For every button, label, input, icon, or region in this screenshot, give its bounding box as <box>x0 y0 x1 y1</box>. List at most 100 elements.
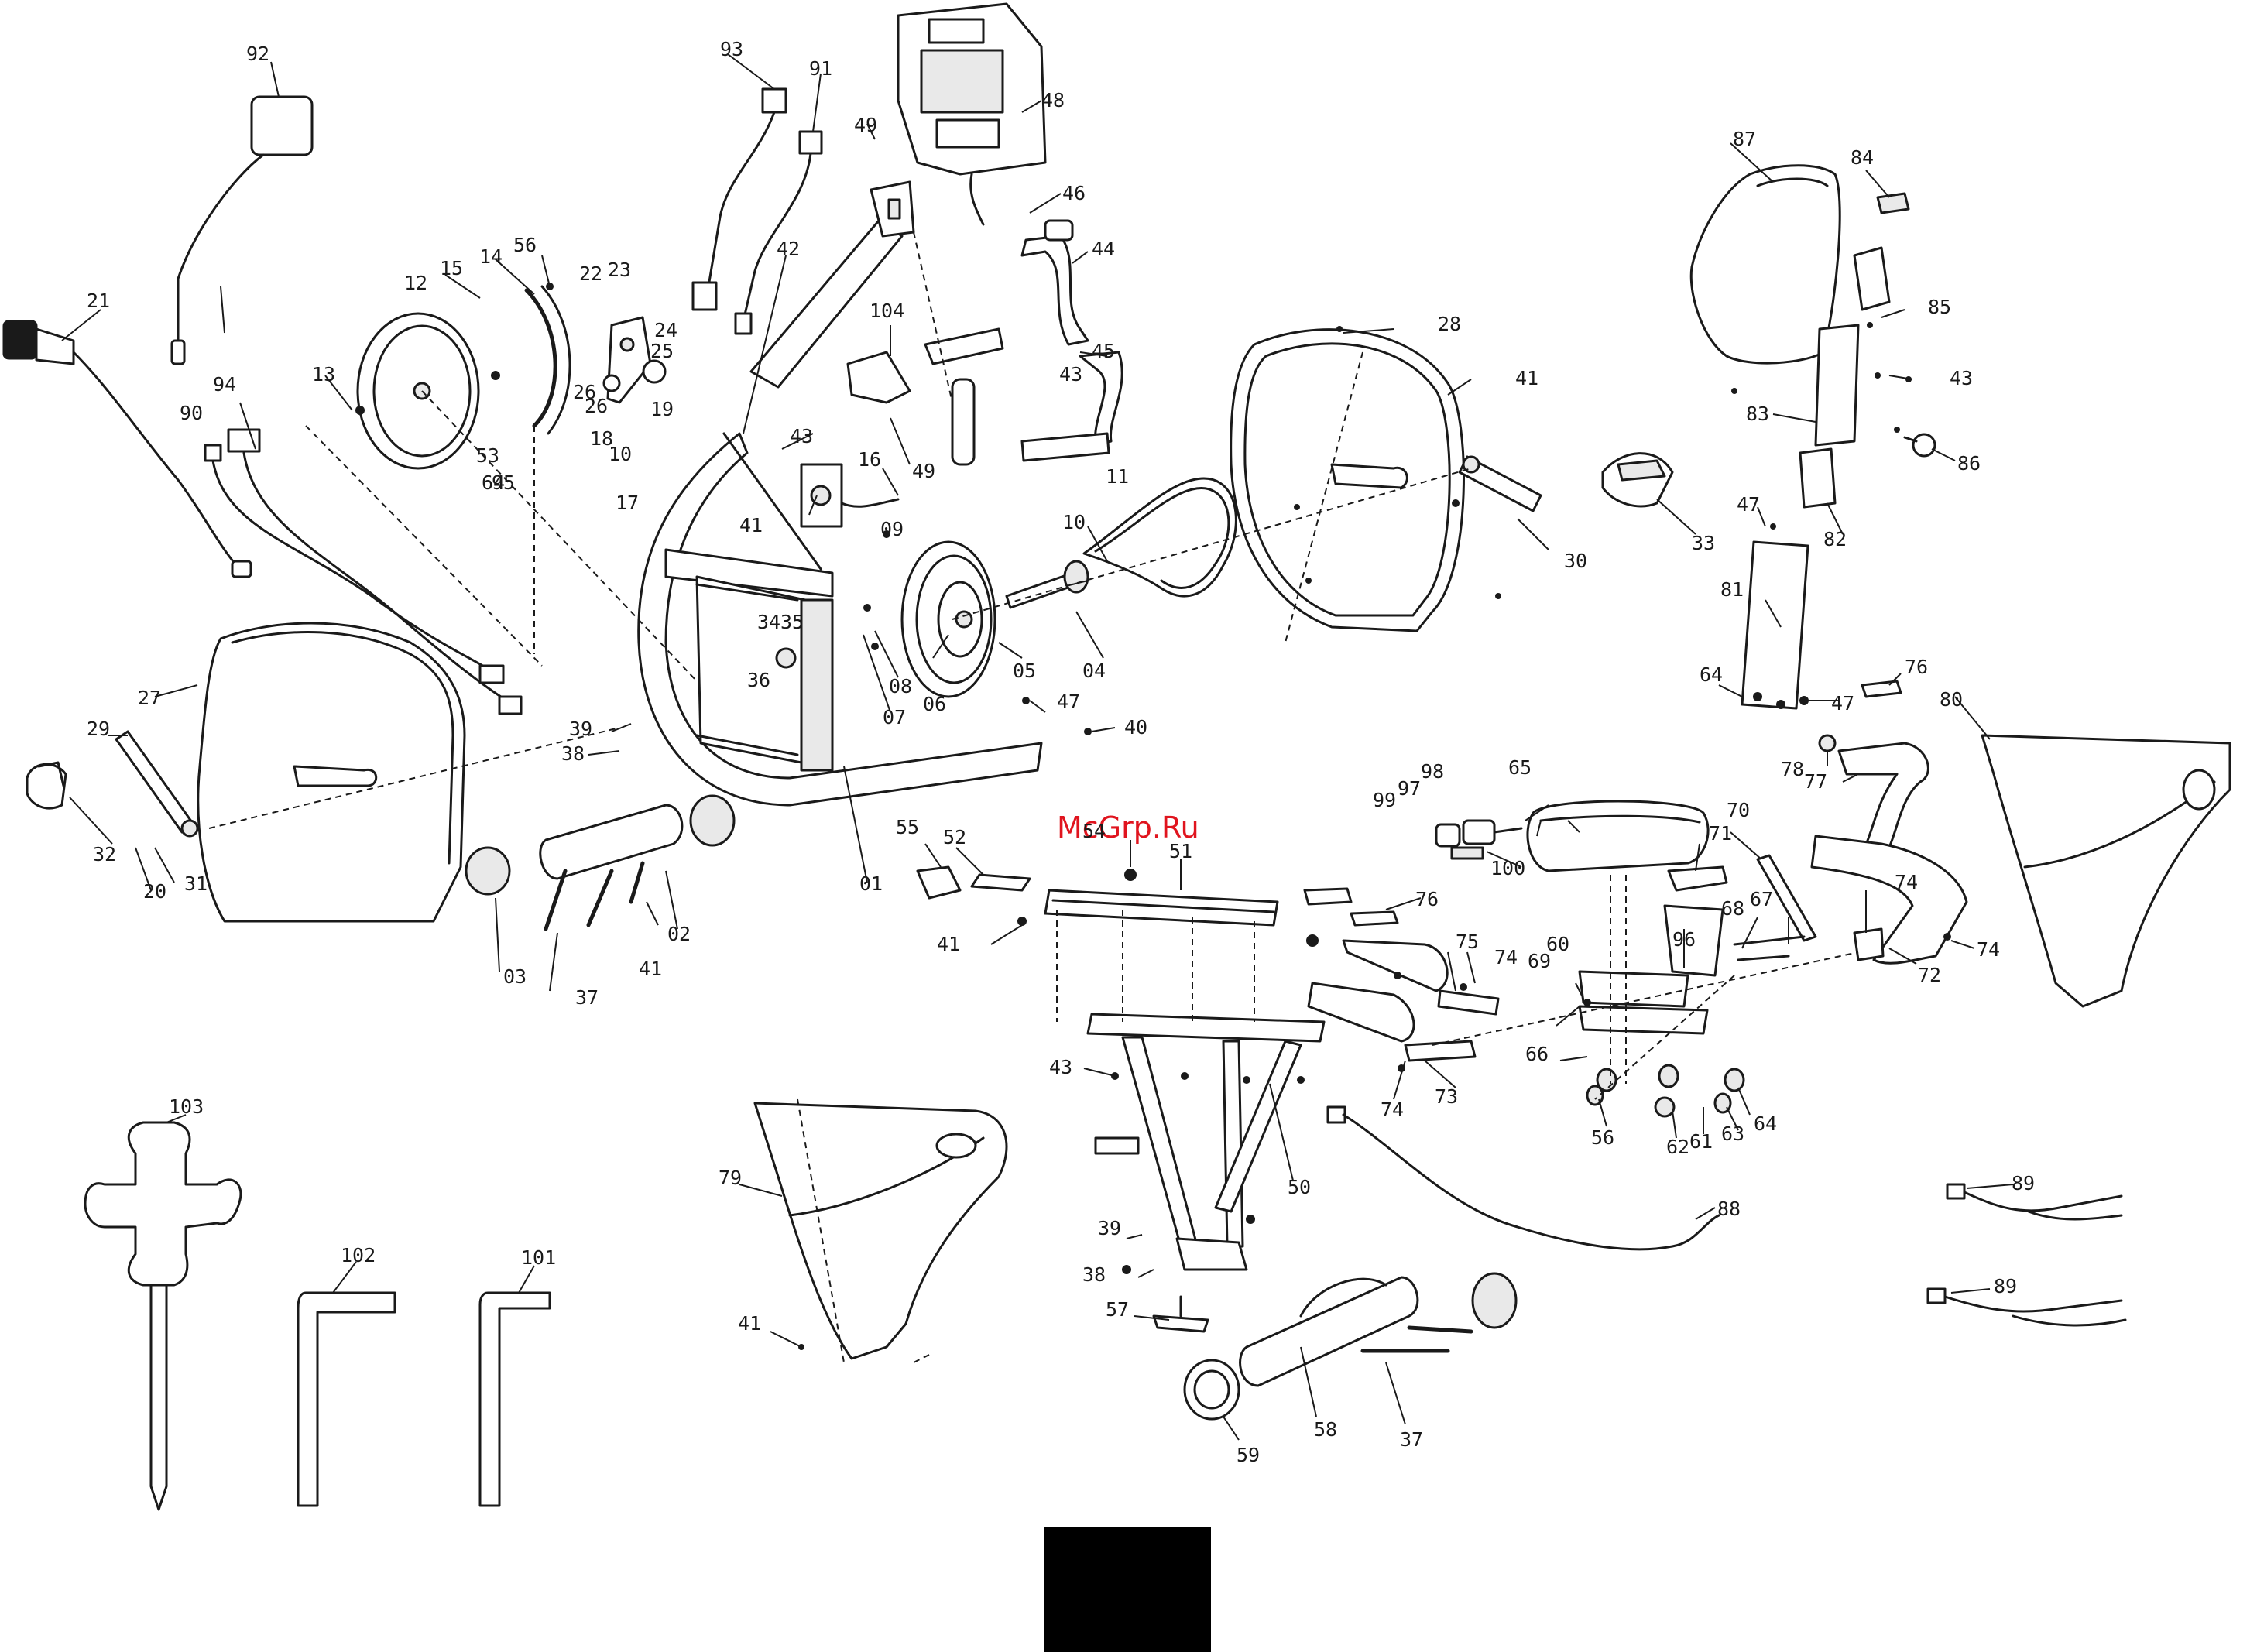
part-42-handlebar-stem <box>749 180 915 389</box>
callout-91: 91 <box>809 57 832 80</box>
callout-15: 15 <box>440 257 463 279</box>
part-72-bracket <box>1853 927 1885 961</box>
callout-53: 53 <box>476 444 499 467</box>
callout-27: 27 <box>138 687 161 709</box>
callout-79: 79 <box>719 1167 742 1189</box>
callout-47b: 47 <box>1737 493 1760 516</box>
callout-103: 103 <box>169 1095 204 1118</box>
part-92-power-adapter <box>170 95 314 365</box>
leader-lines <box>61 53 2014 1441</box>
callout-16: 16 <box>858 448 881 471</box>
callout-28: 28 <box>1438 313 1461 335</box>
part-29-left-crank <box>115 730 199 838</box>
callout-29: 29 <box>87 718 110 740</box>
callout-43c: 43 <box>1049 1056 1072 1078</box>
callout-41e: 41 <box>738 1312 761 1335</box>
callout-76b: 76 <box>1905 656 1928 678</box>
part-48-console <box>897 2 1047 226</box>
callout-100: 100 <box>1490 857 1525 879</box>
part-11-drive-belt <box>1082 477 1237 598</box>
part-86-knob <box>1903 433 1936 458</box>
callout-50: 50 <box>1288 1176 1311 1198</box>
callout-41c: 41 <box>1515 367 1538 389</box>
callout-25: 25 <box>650 340 674 362</box>
part-76-rail-cap <box>1303 887 1399 927</box>
part-55-end-cap <box>916 865 962 900</box>
callout-61: 61 <box>1689 1130 1713 1153</box>
part-90-94-cables <box>204 428 523 715</box>
part-33-right-pedal <box>1601 452 1674 508</box>
part-44-handlebar <box>924 219 1089 365</box>
callout-42: 42 <box>777 238 800 260</box>
part-80-rear-cover <box>1981 734 2231 1008</box>
callout-38b: 38 <box>1082 1263 1106 1286</box>
callout-99: 99 <box>1373 789 1396 811</box>
callout-58: 58 <box>1314 1418 1337 1441</box>
small-fasteners <box>355 283 1951 1350</box>
callout-33: 33 <box>1692 532 1715 554</box>
callout-70: 70 <box>1727 799 1750 821</box>
callout-39a: 39 <box>569 718 592 740</box>
callout-67: 67 <box>1750 888 1773 910</box>
callout-47a: 47 <box>1057 691 1080 713</box>
callout-24: 24 <box>654 319 677 341</box>
part-27-left-shroud <box>197 622 466 923</box>
assembly-dashed-lines <box>208 231 1859 1363</box>
callout-41d: 41 <box>937 933 960 955</box>
callout-23: 23 <box>608 259 631 281</box>
callout-20: 20 <box>143 880 166 903</box>
part-75-seat-tube <box>1307 939 1500 1043</box>
callout-54: 54 <box>1082 820 1106 842</box>
callout-74c: 74 <box>1895 871 1918 893</box>
part-14-magnet-bracket <box>524 285 571 435</box>
part-21-power-cord <box>2 320 252 578</box>
part-50-seat-frame <box>1086 1013 1326 1271</box>
callout-52: 52 <box>943 826 966 848</box>
callout-43b: 43 <box>1059 363 1082 386</box>
callout-78: 78 <box>1781 758 1804 780</box>
part-12-flywheel <box>356 312 480 470</box>
callout-86: 86 <box>1957 452 1981 475</box>
callout-10a: 10 <box>1062 511 1086 533</box>
callout-10b: 10 <box>609 443 632 465</box>
callout-26a: 26 <box>573 381 596 403</box>
callout-89b: 89 <box>1994 1275 2017 1297</box>
callout-49a: 49 <box>854 114 877 136</box>
callout-17: 17 <box>616 492 639 514</box>
part-37-bolt-rear <box>1360 1325 1473 1353</box>
callout-37b: 37 <box>1400 1428 1423 1451</box>
callout-83: 83 <box>1746 403 1769 425</box>
part-16-sensor <box>800 463 900 528</box>
part-52-rail-cap <box>970 873 1031 892</box>
callout-02: 02 <box>667 923 691 945</box>
callout-38a: 38 <box>561 742 585 765</box>
callout-13: 13 <box>312 363 335 386</box>
callout-72: 72 <box>1918 964 1941 986</box>
callout-81: 81 <box>1720 578 1744 601</box>
callout-102: 102 <box>341 1244 376 1266</box>
callout-74a: 74 <box>1381 1098 1404 1121</box>
callout-82: 82 <box>1823 528 1847 550</box>
callout-62: 62 <box>1666 1136 1689 1158</box>
callout-30: 30 <box>1564 550 1587 572</box>
callout-21: 21 <box>87 290 110 312</box>
callout-01: 01 <box>859 872 883 895</box>
watermark-text: McGrp.Ru <box>1057 811 1199 845</box>
part-60-seat-carriage <box>1578 904 1724 1035</box>
callout-94: 94 <box>213 373 236 396</box>
callout-51: 51 <box>1169 840 1192 862</box>
callout-35: 35 <box>780 611 804 633</box>
callout-101: 101 <box>521 1246 556 1269</box>
callout-43d: 43 <box>1950 367 1973 389</box>
part-89-cable-upper <box>1946 1183 2123 1221</box>
part-97-100-adjuster <box>1435 819 1523 860</box>
callout-60: 60 <box>1546 933 1569 955</box>
callout-14: 14 <box>479 245 503 268</box>
part-51-seat-rail <box>1044 889 1279 927</box>
callout-07: 07 <box>883 706 906 728</box>
callout-69: 69 <box>1528 950 1551 972</box>
callout-97: 97 <box>1398 777 1421 800</box>
callout-66: 66 <box>1525 1043 1549 1065</box>
